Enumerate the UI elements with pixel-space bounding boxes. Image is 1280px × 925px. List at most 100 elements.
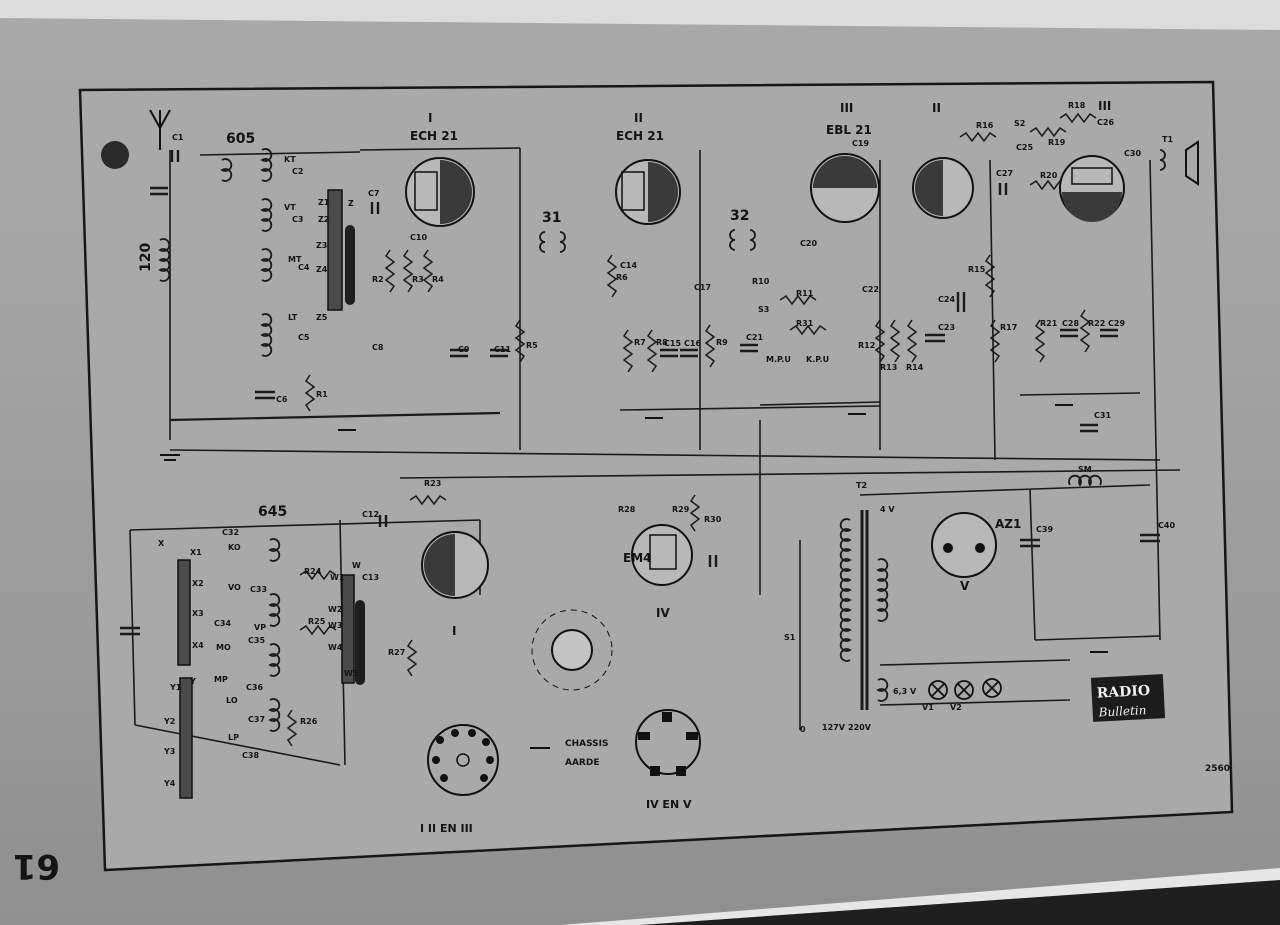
tube-ii-right bbox=[912, 157, 974, 219]
label-ko: KO bbox=[228, 543, 241, 552]
wave-switch-bar-y bbox=[179, 677, 193, 799]
coils bbox=[158, 148, 1166, 732]
label-c24: C24 bbox=[938, 295, 955, 304]
label-t2: T2 bbox=[856, 481, 867, 490]
label-w: W bbox=[352, 561, 361, 570]
wave-switch-rotary bbox=[531, 609, 613, 691]
label-c1: C1 bbox=[172, 133, 184, 142]
label-c31: C31 bbox=[1094, 411, 1111, 420]
label-s2: S2 bbox=[1014, 119, 1025, 128]
label-c3: C3 bbox=[292, 215, 303, 224]
label-r11: R11 bbox=[796, 289, 814, 298]
capacitors bbox=[120, 150, 1160, 636]
label-c4: C4 bbox=[298, 263, 310, 272]
label-x: X bbox=[158, 539, 165, 548]
coil-120: 120 bbox=[138, 243, 154, 272]
tube-8-roman: V bbox=[960, 579, 970, 593]
label-x2: X2 bbox=[192, 579, 204, 588]
label-lt: LT bbox=[288, 313, 298, 322]
label-r18: R18 bbox=[1068, 101, 1086, 110]
ganged-cap-blade-top bbox=[345, 225, 355, 305]
tube-echi-1 bbox=[405, 157, 475, 227]
label-r24: R24 bbox=[304, 567, 322, 576]
tube-3-name: EBL 21 bbox=[826, 123, 872, 137]
label-w3: W3 bbox=[328, 621, 342, 630]
label-c35: C35 bbox=[248, 636, 265, 645]
label-z5: Z5 bbox=[316, 313, 328, 322]
label-y4: Y4 bbox=[163, 779, 176, 788]
label-mo: MO bbox=[216, 643, 231, 652]
label-z: Z bbox=[348, 199, 354, 208]
label-c32: C32 bbox=[222, 528, 239, 537]
label-t1: T1 bbox=[1162, 135, 1173, 144]
label-c36: C36 bbox=[246, 683, 263, 692]
antenna-icon bbox=[149, 109, 171, 150]
label-v2: V2 bbox=[950, 703, 962, 712]
page-number: 61 bbox=[13, 846, 60, 886]
tube-3-roman: III bbox=[840, 101, 853, 115]
label-s3: S3 bbox=[758, 305, 769, 314]
label-c13: C13 bbox=[362, 573, 379, 582]
label-vt: VT bbox=[284, 203, 296, 212]
label-z3: Z3 bbox=[316, 241, 327, 250]
label-c40: C40 bbox=[1158, 521, 1175, 530]
label-r10: R10 bbox=[752, 277, 770, 286]
label-r23: R23 bbox=[424, 479, 441, 488]
label-v1: V1 bbox=[922, 703, 934, 712]
socket-diagram-i-ii-iii bbox=[427, 724, 499, 796]
page-top-edge bbox=[0, 0, 1280, 30]
label-r4: R4 bbox=[432, 275, 444, 284]
tube-1-name: ECH 21 bbox=[410, 129, 458, 143]
tube-7-roman: IV bbox=[656, 606, 670, 620]
label-kt: KT bbox=[284, 155, 296, 164]
if-transformer-31: 31 bbox=[542, 210, 561, 226]
ganged-cap-blade-bottom bbox=[355, 600, 365, 685]
label-c22: C22 bbox=[862, 285, 879, 294]
label-x1: X1 bbox=[190, 548, 202, 557]
label-w2: W2 bbox=[328, 605, 342, 614]
label-z2: Z2 bbox=[318, 215, 329, 224]
label-x3: X3 bbox=[192, 609, 204, 618]
label-r6: R6 bbox=[616, 273, 628, 282]
legend-chassis: CHASSIS bbox=[565, 739, 609, 749]
label-s1: S1 bbox=[784, 633, 796, 642]
label-c8: C8 bbox=[372, 343, 384, 352]
tube-az1 bbox=[931, 512, 997, 578]
legend-earth: AARDE bbox=[565, 758, 599, 768]
label-c6: C6 bbox=[276, 395, 288, 404]
label-r3: R3 bbox=[412, 275, 424, 284]
tube-7-name: EM4 bbox=[623, 551, 652, 565]
maker-mark-icon bbox=[101, 141, 129, 169]
socket-caption-1: I II EN III bbox=[420, 822, 473, 835]
label-c23: C23 bbox=[938, 323, 955, 332]
label-c5: C5 bbox=[298, 333, 310, 342]
label-r2: R2 bbox=[372, 275, 384, 284]
logo-line-1: RADIO bbox=[1096, 683, 1150, 702]
label-127v: 127V bbox=[822, 723, 846, 732]
label-r29: R29 bbox=[672, 505, 690, 514]
label-c2: C2 bbox=[292, 167, 303, 176]
label-lp: LP bbox=[228, 733, 239, 742]
tube-i-bottom bbox=[421, 531, 489, 599]
label-c37: C37 bbox=[248, 715, 265, 724]
page-bottom-edge bbox=[560, 868, 1280, 925]
label-z1: Z1 bbox=[318, 198, 330, 207]
coilset-645: 645 bbox=[258, 504, 287, 520]
tube-1-roman: I bbox=[428, 111, 432, 125]
label-r22: R22 bbox=[1088, 319, 1105, 328]
coilset-605: 605 bbox=[226, 131, 255, 147]
tube-echi-2 bbox=[615, 159, 681, 225]
label-r9: R9 bbox=[716, 338, 728, 347]
label-r5: R5 bbox=[526, 341, 538, 350]
label-r15: R15 bbox=[968, 265, 986, 274]
label-w1: W1 bbox=[330, 573, 345, 582]
label-y1: Y1 bbox=[169, 683, 182, 692]
tube-iii-right bbox=[1059, 155, 1125, 222]
label-4-v: 4 V bbox=[880, 505, 895, 514]
label-c28: C28 bbox=[1062, 319, 1079, 328]
label-r17: R17 bbox=[1000, 323, 1017, 332]
label-r27: R27 bbox=[388, 648, 405, 657]
label-r31: R31 bbox=[796, 319, 814, 328]
tube-em4 bbox=[631, 524, 693, 586]
label-lo: LO bbox=[226, 696, 238, 705]
